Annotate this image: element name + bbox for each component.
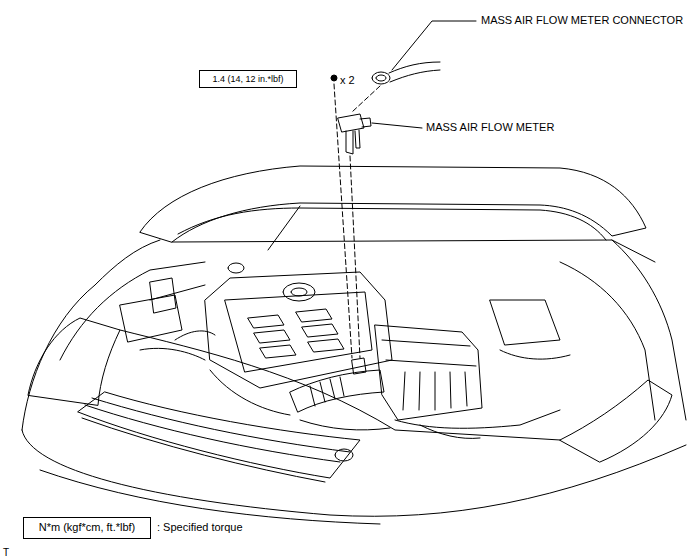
figure-code: T: [2, 547, 10, 559]
right-headlight: [560, 380, 672, 462]
part-name: MASS AIR FLOW METER CONNECTOR: [480, 14, 684, 27]
meter-body: [338, 114, 364, 132]
hood-inner: [178, 208, 606, 240]
air-cleaner-rib: [403, 372, 467, 410]
intake-port: [248, 315, 284, 328]
torque-text: 1.4 (14, 12 in.*lbf): [212, 74, 283, 85]
hood-stay: [268, 206, 300, 250]
quantity: x 2: [339, 74, 356, 87]
torque-box: 1.4 (14, 12 in.*lbf): [199, 70, 297, 88]
intake-port: [302, 324, 338, 337]
meter-plug: [360, 118, 371, 127]
battery: [120, 295, 182, 342]
hose-corrugation: [310, 377, 344, 406]
intake-port: [308, 339, 344, 352]
intake-port: [260, 345, 296, 358]
reservoir-cap: [228, 263, 244, 273]
installed-meter: [352, 358, 366, 374]
torque-text: N*m (kgf*cm, ft.*lbf): [39, 521, 136, 534]
right-fender: [612, 240, 686, 420]
intake-port: [254, 330, 290, 343]
leader-line: [372, 123, 422, 128]
bolt: [331, 75, 337, 81]
bumper: [22, 430, 686, 516]
engine-cover: [205, 272, 392, 388]
right-fender-inner: [560, 262, 655, 420]
lower-engine: [210, 370, 560, 428]
radiator-support: [120, 330, 560, 440]
hoses: [140, 331, 215, 360]
wiring: [300, 420, 480, 438]
legend-sample-box: N*m (kgf*cm, ft.*lbf): [23, 517, 151, 539]
air-cleaner: [375, 325, 482, 420]
connector-ring: [372, 72, 390, 84]
grille-slat: [85, 405, 340, 462]
grille: [78, 392, 360, 478]
bumper-lower: [40, 470, 380, 524]
cowl: [172, 240, 655, 262]
leader-line: [392, 21, 476, 70]
intake-port: [296, 309, 332, 322]
right-components: [490, 300, 570, 359]
air-cleaner-lid: [382, 340, 476, 366]
legend-text: : Specified torque: [156, 521, 244, 534]
install-line: [334, 84, 352, 358]
meter-probe: [346, 130, 360, 154]
hood-outline: [140, 166, 646, 242]
grille-slat: [82, 418, 325, 482]
left-fender-inner: [60, 262, 205, 360]
intake-hose: [290, 370, 384, 412]
part-name: MASS AIR FLOW METER: [425, 121, 555, 134]
emblem: [335, 449, 353, 461]
install-line: [350, 86, 380, 358]
oil-cap-inner: [291, 288, 307, 296]
oil-cap: [283, 283, 315, 301]
